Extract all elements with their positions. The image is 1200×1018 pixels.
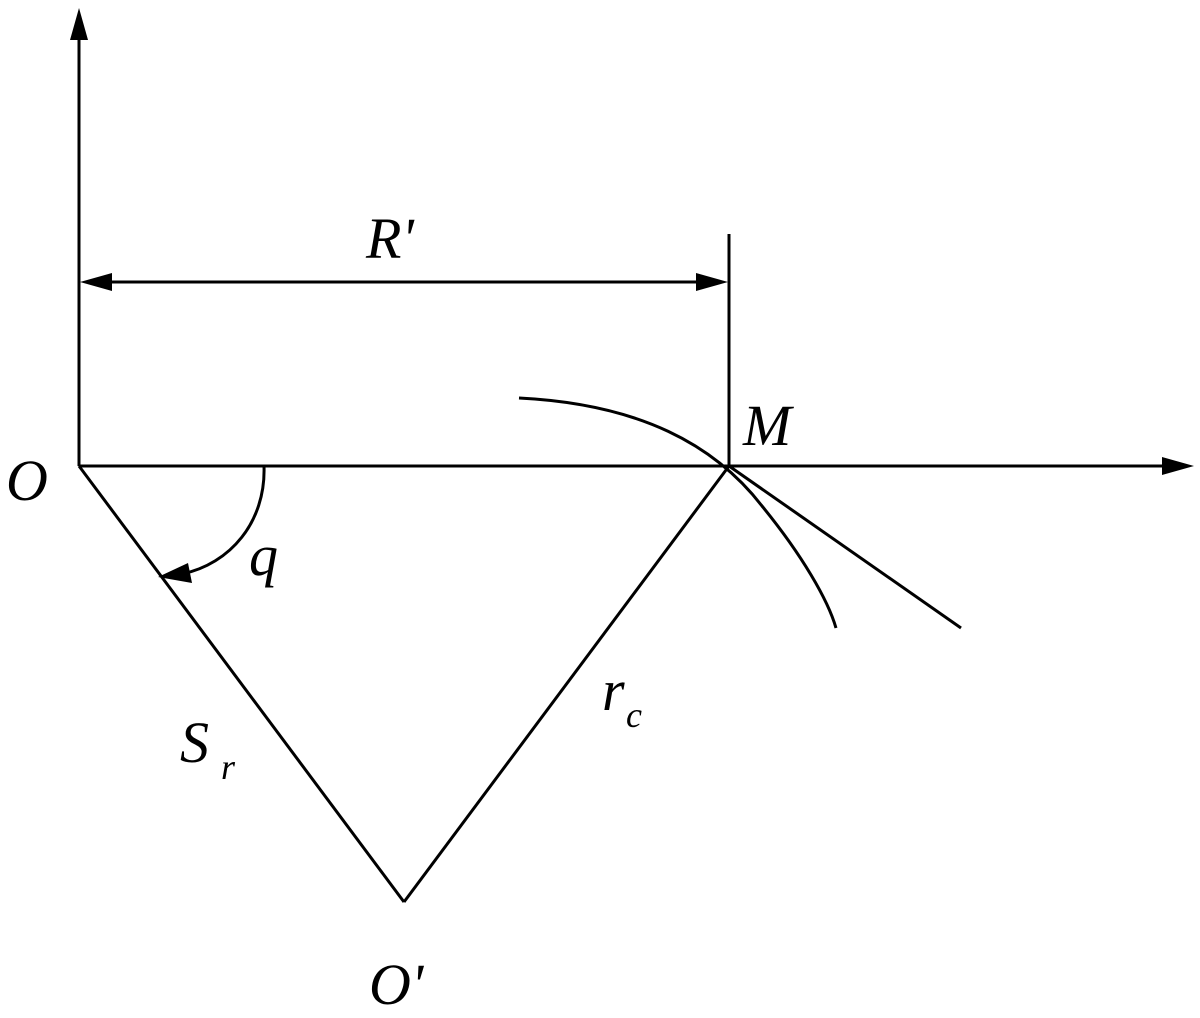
tangent-line — [728, 464, 962, 630]
side-o-to-o-prime — [77, 465, 406, 903]
x-axis-arrowhead — [1162, 457, 1194, 475]
distance-label: R' — [365, 206, 415, 271]
origin-label: O — [6, 448, 48, 513]
angle-label: q — [249, 523, 278, 588]
circular-arc — [518, 396, 838, 629]
side-left-subscript: r — [221, 747, 236, 787]
center-label: O' — [369, 952, 425, 1017]
side-right-subscript: c — [626, 695, 642, 735]
dimension-arrowhead-left — [80, 273, 112, 291]
y-axis-arrowhead — [70, 8, 88, 40]
dimension-arrowhead-right — [696, 273, 728, 291]
side-right-label: r — [602, 658, 625, 723]
side-left-label: S — [180, 710, 209, 775]
side-o-prime-to-m — [402, 465, 731, 903]
angle-arc — [181, 465, 266, 576]
angle-arrowhead — [158, 563, 192, 583]
point-m-label: M — [742, 393, 794, 458]
